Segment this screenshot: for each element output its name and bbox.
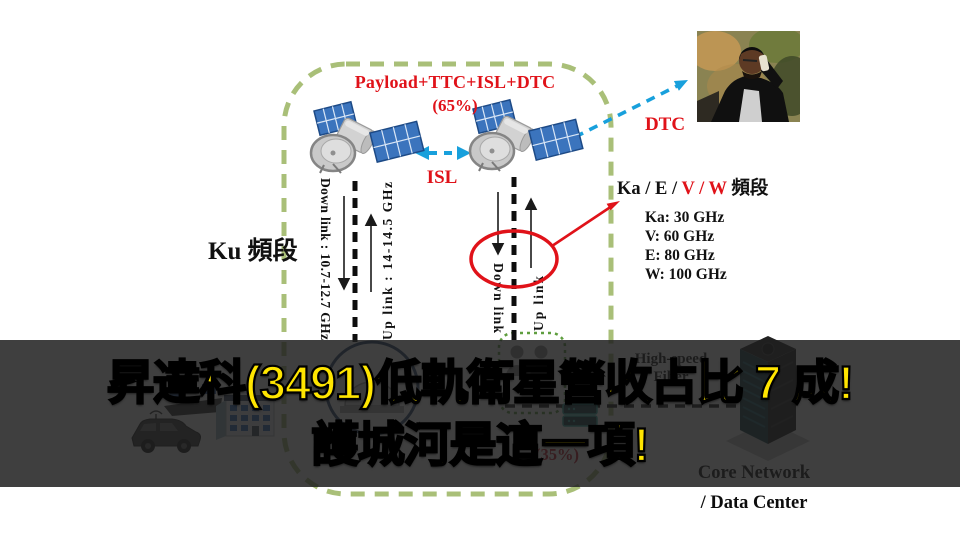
photo-man-on-phone (689, 27, 814, 122)
ka-band-pointer-arrow (551, 201, 620, 248)
headline-banner: 昇達科(3491)低軌衛星營收占比 7 成! 護城河是這一項! (0, 340, 960, 487)
ka-band-black-suffix: 頻段 (726, 179, 769, 199)
freq-item-w: W: 100 GHz (645, 266, 727, 283)
right-downlink-label: Down link (491, 263, 506, 333)
isl-label: ISL (426, 167, 458, 188)
payload-share: (65%) (432, 96, 478, 115)
ka-band-label: Ka / E / V / W 頻段 (617, 174, 768, 200)
payload-label: Payload+TTC+ISL+DTC (354, 72, 556, 92)
freq-item-v: V: 60 GHz (645, 228, 715, 245)
right-uplink-label: Up link (531, 276, 546, 331)
freq-item-e: E: 80 GHz (645, 247, 715, 264)
dtc-arrow (574, 80, 688, 139)
ku-band-label: Ku 頻段 (208, 238, 298, 265)
frequency-list: Ka: 30 GHz V: 60 GHz E: 80 GHz W: 100 GH… (645, 208, 727, 284)
ka-band-red-part: V / W (681, 179, 727, 199)
freq-item-ka: Ka: 30 GHz (645, 209, 725, 226)
highlight-ellipse (469, 229, 559, 289)
left-downlink-label: Down link : 10.7-12.7 GHz (318, 178, 333, 340)
left-uplink-label: Up link : 14-14.5 GHz (380, 182, 395, 340)
core-network-line2: / Data Center (700, 493, 808, 513)
dtc-label: DTC (644, 114, 686, 135)
isl-arrow (415, 146, 471, 160)
headline-line1: 昇達科(3491)低軌衛星營收占比 7 成! (106, 354, 855, 409)
headline-line2: 護城河是這一項! (311, 416, 651, 471)
ka-band-black-prefix: Ka / E / (617, 179, 682, 199)
constellation-frame-border (281, 61, 614, 497)
